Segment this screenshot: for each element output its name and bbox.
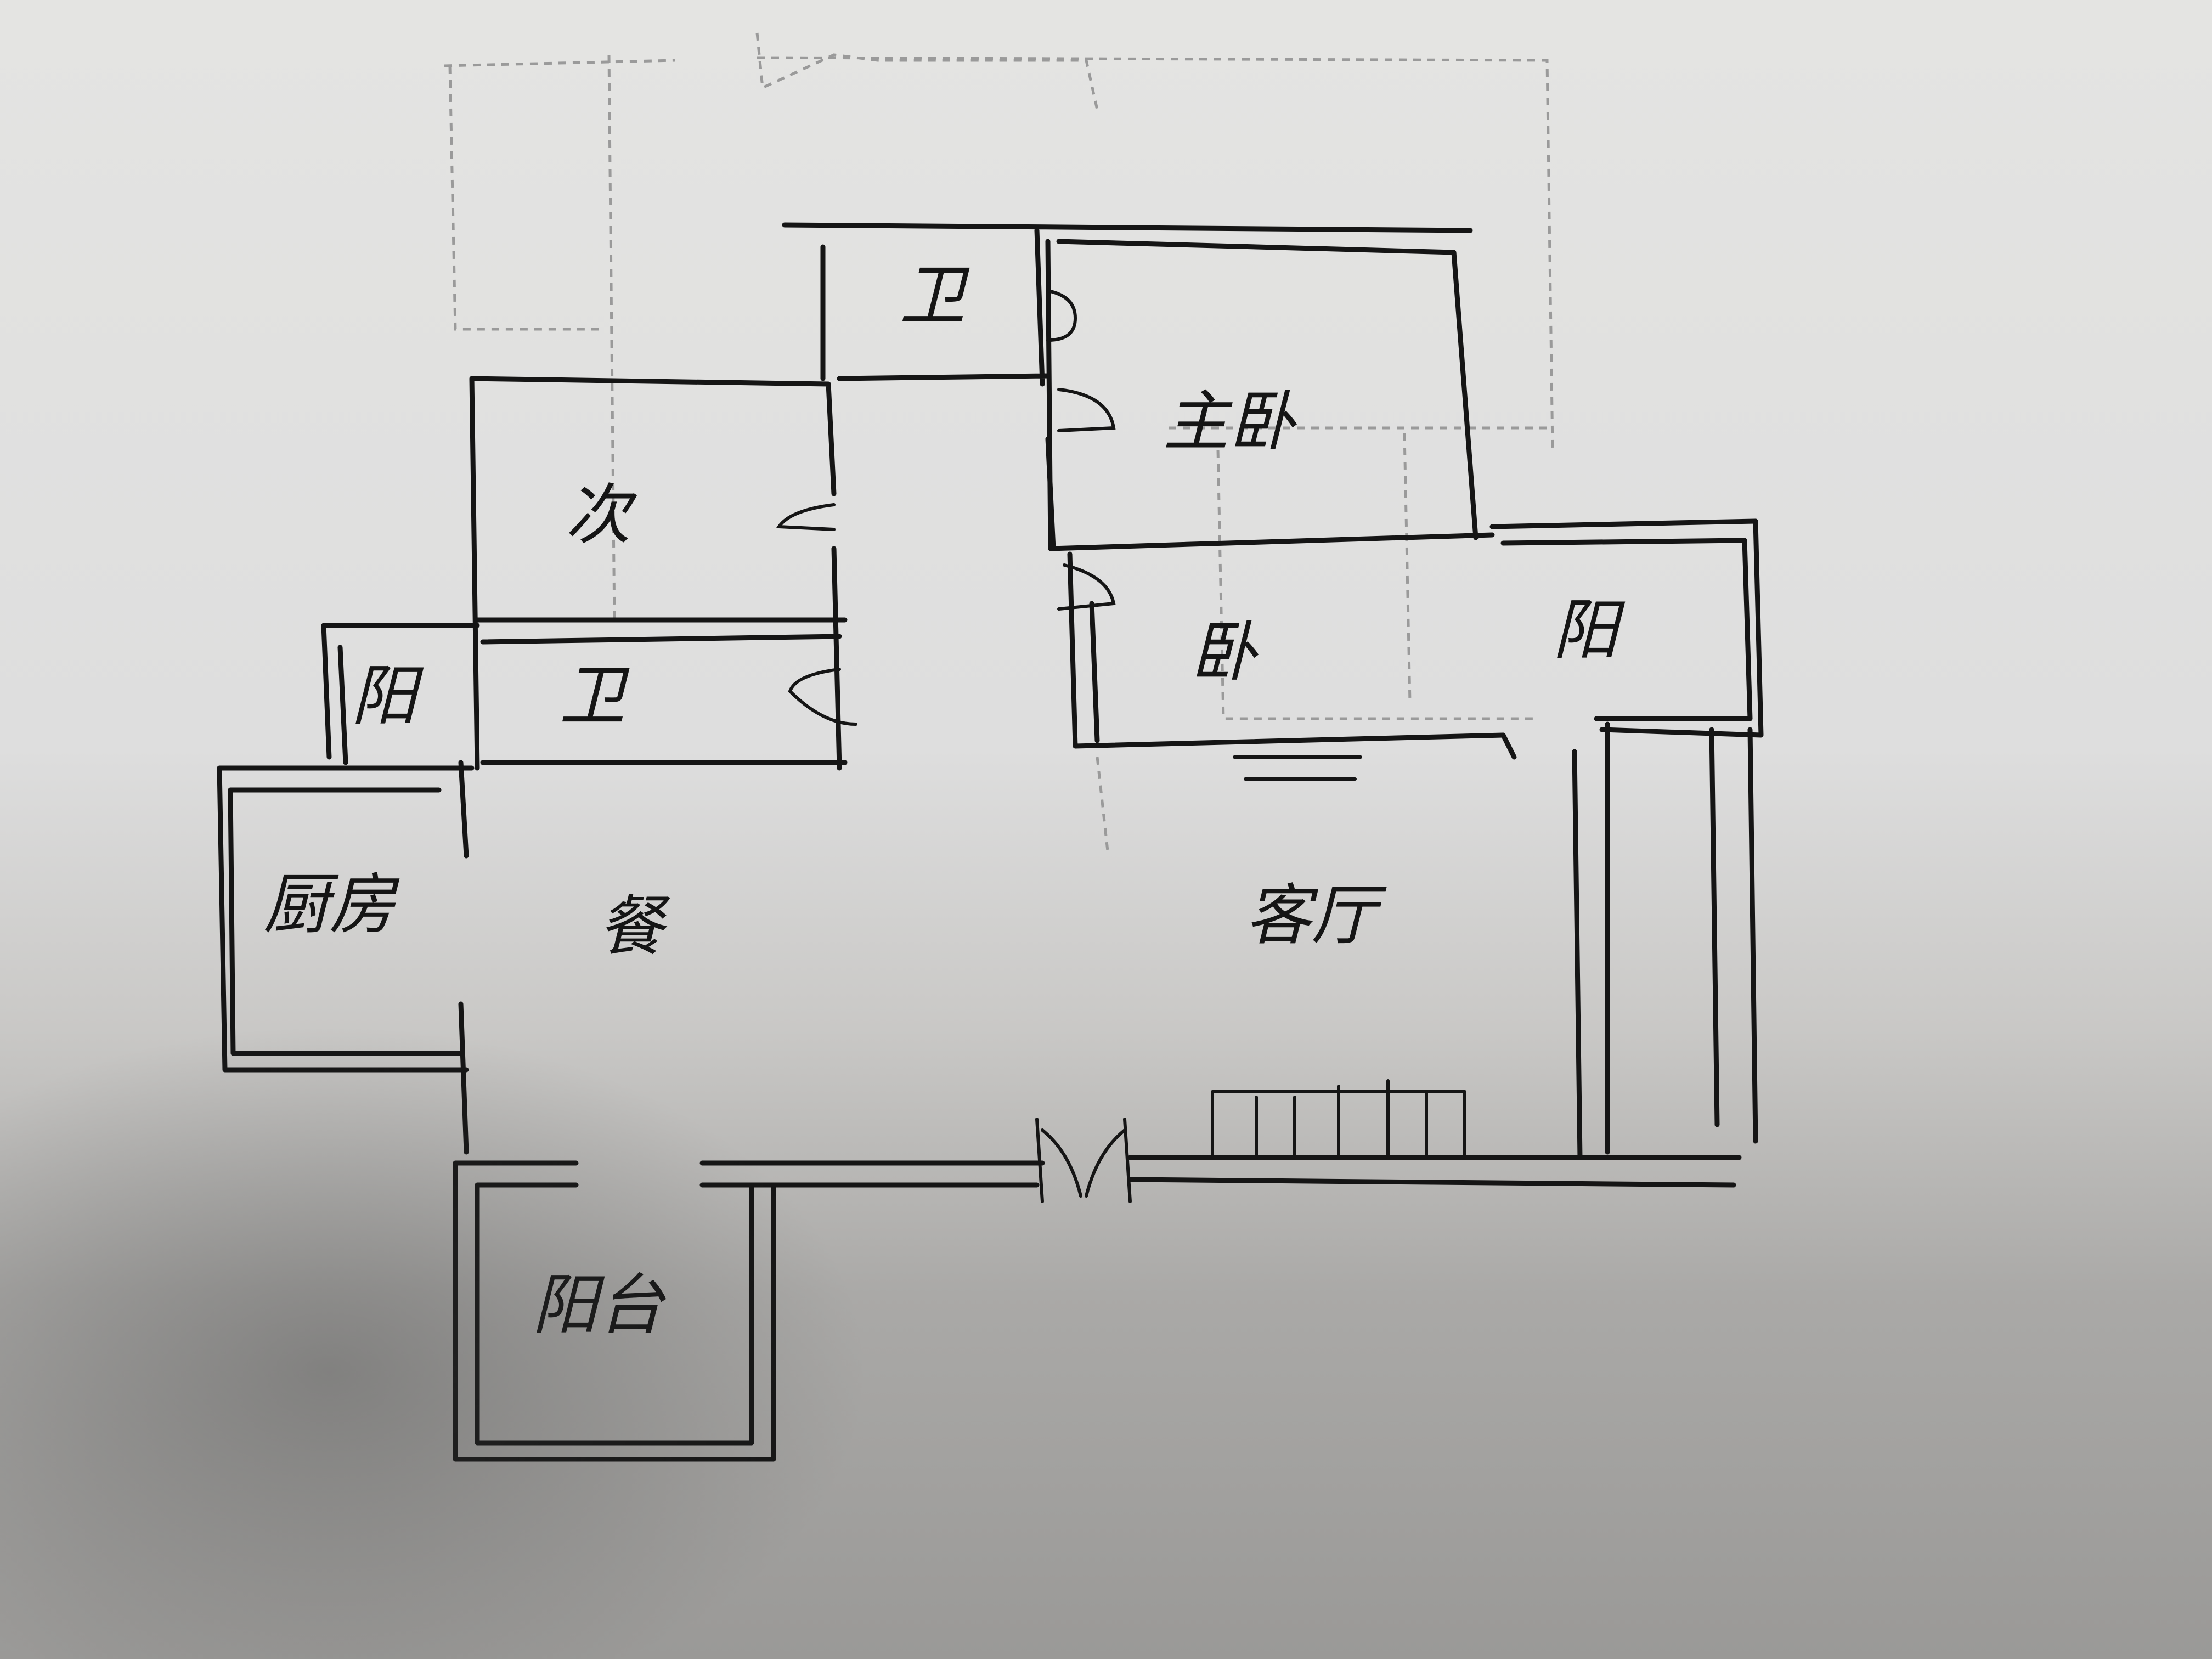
label-second-bedroom: 次: [565, 477, 637, 554]
cabinet-sketch: [1211, 1079, 1466, 1159]
wall-balcony-right: [1489, 518, 1764, 738]
window-bedroom-small: [1233, 755, 1362, 781]
room-labels: 卫 主卧 次 卫 阳 卧 阳 厨房 餐 客厅 阳台: [263, 258, 1626, 1344]
label-balcony-right: 阳: [1553, 592, 1626, 669]
door-bedroom-small: [1057, 563, 1116, 611]
label-master-bedroom: 主卧: [1163, 384, 1297, 460]
label-balcony-left: 阳: [351, 658, 424, 735]
label-bedroom-small: 卧: [1190, 614, 1259, 691]
wall-master-bedroom: [1045, 239, 1495, 551]
door-entry: [1035, 1118, 1132, 1203]
label-balcony-bottom: 阳台: [532, 1267, 667, 1344]
walls: [217, 222, 1764, 1462]
wall-living-bottom: [699, 1155, 1742, 1188]
door-bath-upper: [1046, 289, 1077, 342]
label-bath-lower: 卫: [560, 658, 630, 735]
door-second-bedroom: [776, 503, 836, 531]
wall-kitchen: [217, 760, 475, 1155]
label-kitchen: 厨房: [263, 867, 400, 943]
wall-balcony-left: [321, 623, 480, 765]
wall-balcony-bottom: [453, 1160, 776, 1462]
wall-balcony-right-strip: [1572, 721, 1758, 1160]
wall-bath-upper: [782, 222, 1473, 387]
label-dining: 餐: [598, 889, 670, 965]
wall-bedroom-small: [1067, 551, 1517, 760]
pencil-guidelines: [444, 32, 1554, 856]
label-bath-upper: 卫: [900, 258, 970, 334]
door-bath-lower: [788, 668, 857, 726]
label-living-room: 客厅: [1245, 878, 1387, 954]
door-master-bedroom: [1057, 388, 1116, 432]
wall-bath-lower: [480, 634, 848, 765]
wall-second-bedroom: [469, 376, 848, 771]
